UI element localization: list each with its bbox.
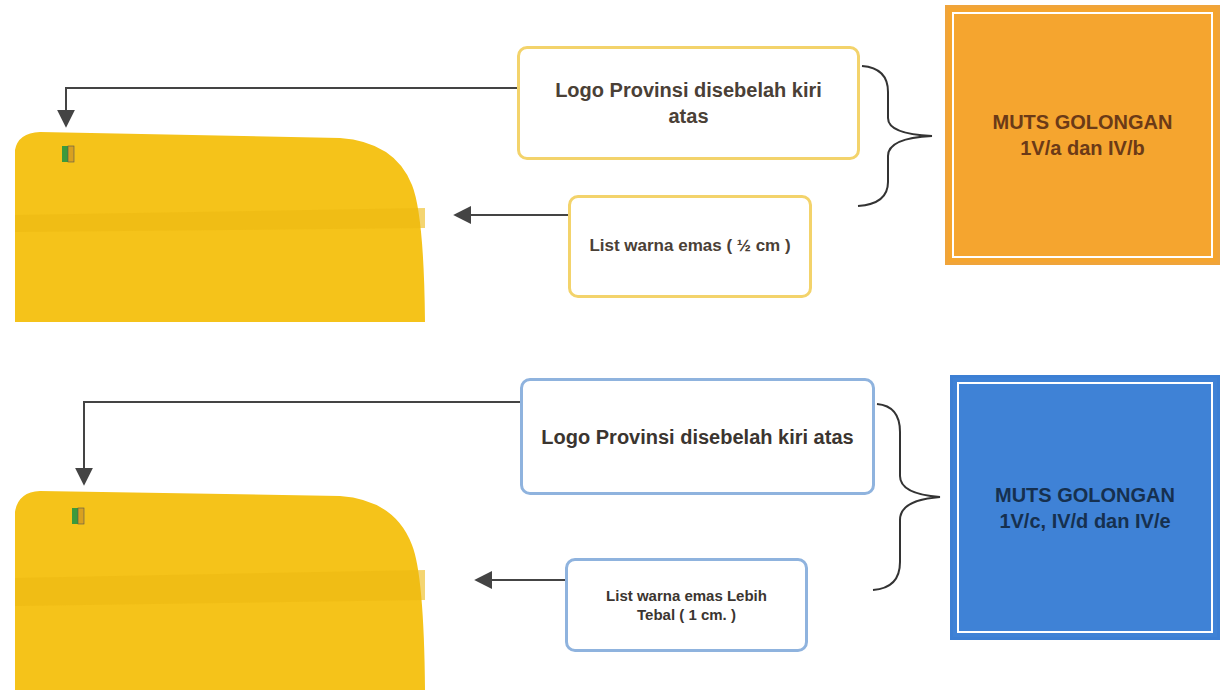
- callout-box: Logo Provinsi disebelah kiri atas: [520, 378, 875, 495]
- callout-box: Logo Provinsi disebelah kiri atas: [517, 46, 860, 160]
- leader-arrow: [455, 214, 568, 216]
- rank-label: MUTS GOLONGAN 1V/c, IV/d dan IV/e: [990, 482, 1180, 534]
- rank-box: MUTS GOLONGAN 1V/c, IV/d dan IV/e: [950, 375, 1220, 640]
- rank-box: MUTS GOLONGAN 1V/a dan IV/b: [945, 5, 1220, 265]
- callout-text: Logo Provinsi disebelah kiri atas: [541, 424, 853, 450]
- callout-text: List warna emas Lebih Tebal ( 1 cm. ): [585, 586, 788, 625]
- brace: [858, 66, 932, 206]
- callout-box: List warna emas Lebih Tebal ( 1 cm. ): [565, 558, 808, 652]
- callout-text: Logo Provinsi disebelah kiri atas: [537, 77, 840, 129]
- leader-arrow: [476, 579, 565, 581]
- callout-box: List warna emas ( ½ cm ): [568, 195, 812, 298]
- brace: [873, 404, 940, 590]
- leader-arrow: [66, 88, 517, 126]
- cap-illustration: [15, 132, 425, 322]
- leader-arrow: [84, 402, 520, 484]
- rank-label: MUTS GOLONGAN 1V/a dan IV/b: [988, 109, 1178, 161]
- callout-text: List warna emas ( ½ cm ): [589, 235, 790, 257]
- cap-illustration: [15, 491, 425, 690]
